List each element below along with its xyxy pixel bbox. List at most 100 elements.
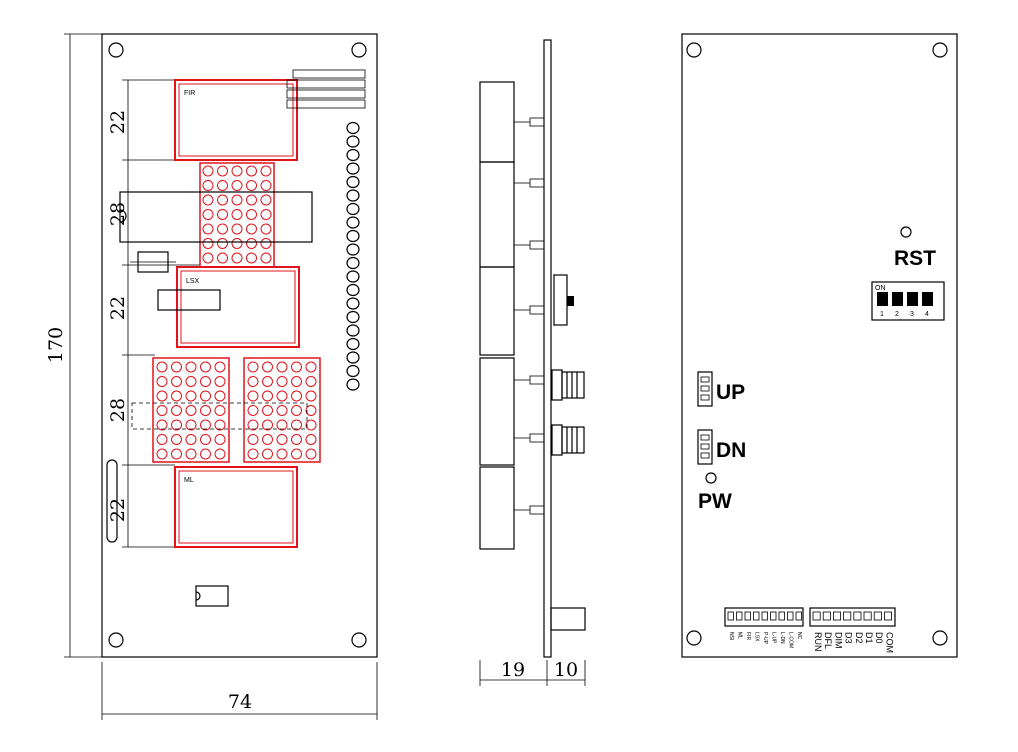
led-dot-icon bbox=[276, 361, 288, 373]
led-icon bbox=[346, 297, 360, 310]
led-icon bbox=[346, 121, 360, 135]
led-dot-icon bbox=[185, 361, 197, 373]
fir-window bbox=[174, 79, 298, 161]
dip-toggle[interactable] bbox=[922, 292, 933, 306]
section-dim-fir: 22 bbox=[107, 110, 129, 134]
led-dot-icon bbox=[262, 361, 273, 373]
dip-on-label: ON bbox=[875, 285, 886, 292]
led-dot-icon bbox=[231, 194, 243, 206]
lsx-label: LSX bbox=[186, 278, 200, 285]
mount-hole-icon bbox=[351, 632, 367, 648]
lsx-window bbox=[176, 266, 300, 348]
led-dot-icon bbox=[214, 448, 226, 460]
led-dot-icon bbox=[246, 223, 257, 235]
led-dot-icon bbox=[200, 405, 211, 416]
up-connector bbox=[697, 371, 713, 407]
led-dot-icon bbox=[276, 434, 288, 445]
fir-label: FIR bbox=[184, 90, 195, 97]
led-icon bbox=[346, 135, 360, 148]
mount-hole-icon bbox=[108, 42, 124, 58]
led-dot-icon bbox=[171, 361, 182, 373]
dip-toggle[interactable] bbox=[907, 292, 918, 306]
led-dot-icon bbox=[202, 238, 214, 249]
section-dim-matrix-top: 28 bbox=[107, 202, 129, 226]
led-dot-icon bbox=[185, 376, 197, 387]
dip-number: 2 bbox=[895, 311, 899, 318]
led-dot-icon bbox=[260, 180, 272, 191]
led-dot-icon bbox=[276, 390, 288, 402]
led-dot-icon bbox=[214, 405, 226, 416]
led-dot-icon bbox=[247, 376, 259, 387]
terminal-pin-label: D0 bbox=[874, 632, 884, 644]
led-dot-icon bbox=[200, 390, 211, 402]
led-dot-icon bbox=[214, 376, 226, 387]
led-dot-icon bbox=[156, 405, 168, 416]
led-dot-icon bbox=[185, 448, 197, 460]
led-dot-icon bbox=[247, 390, 259, 402]
led-dot-icon bbox=[246, 165, 257, 177]
slide-switch bbox=[553, 274, 568, 326]
led-dot-icon bbox=[262, 405, 273, 416]
section-dim-matrix-bottom: 28 bbox=[107, 398, 129, 422]
dip-toggle[interactable] bbox=[892, 292, 903, 306]
led-dot-icon bbox=[156, 376, 168, 387]
led-dot-icon bbox=[231, 223, 243, 235]
led-icon bbox=[346, 202, 360, 216]
led-dot-icon bbox=[214, 434, 226, 445]
led-dot-icon bbox=[260, 194, 272, 206]
led-icon bbox=[346, 270, 360, 283]
led-dot-icon bbox=[291, 405, 302, 416]
led-dot-icon bbox=[202, 252, 214, 264]
dn-connector bbox=[697, 429, 713, 465]
terminal-pin-label: RUN bbox=[813, 632, 823, 652]
component-icon bbox=[195, 585, 229, 607]
led-dot-icon bbox=[291, 390, 302, 402]
terminal-pin-label: FIR bbox=[745, 632, 751, 640]
led-dot-icon bbox=[217, 165, 228, 177]
led-dot-icon bbox=[305, 434, 317, 445]
led-dot-icon bbox=[305, 361, 317, 373]
side-depth-back: 10 bbox=[554, 659, 578, 681]
led-dot-icon bbox=[217, 194, 228, 206]
led-dot-icon bbox=[202, 180, 214, 191]
led-dot-icon bbox=[305, 419, 317, 431]
led-dot-icon bbox=[247, 361, 259, 373]
section-dim-lsx: 22 bbox=[107, 296, 129, 320]
led-dot-icon bbox=[246, 180, 257, 191]
led-dot-icon bbox=[247, 419, 259, 431]
side-depth-front: 19 bbox=[501, 659, 525, 681]
mount-hole-icon bbox=[932, 42, 948, 58]
led-dot-icon bbox=[202, 223, 214, 235]
dip-number: 4 bbox=[925, 311, 929, 318]
led-dot-icon bbox=[260, 165, 272, 177]
led-dot-icon bbox=[171, 390, 182, 402]
led-dot-icon bbox=[171, 376, 182, 387]
knob-icon bbox=[551, 424, 585, 456]
led-dot-icon bbox=[171, 405, 182, 416]
mount-hole-icon bbox=[686, 630, 702, 646]
terminal-pin-label: COM bbox=[884, 632, 894, 653]
led-dot-icon bbox=[217, 252, 228, 264]
led-dot-icon bbox=[217, 238, 228, 249]
led-dot-icon bbox=[276, 376, 288, 387]
led-dot-icon bbox=[291, 376, 302, 387]
width-dimension: 74 bbox=[228, 691, 252, 713]
led-icon bbox=[346, 283, 360, 297]
led-dot-icon bbox=[276, 448, 288, 460]
led-dot-icon bbox=[246, 252, 257, 264]
led-dot-icon bbox=[156, 434, 168, 445]
dip-number: 3 bbox=[910, 311, 914, 318]
led-dot-icon bbox=[200, 434, 211, 445]
led-dot-icon bbox=[246, 209, 257, 220]
led-dot-icon bbox=[202, 209, 214, 220]
side-view: 19 10 bbox=[479, 39, 586, 686]
front-board bbox=[101, 33, 378, 658]
dip-toggle[interactable] bbox=[877, 292, 888, 306]
terminal-pin-label: DFL bbox=[823, 632, 833, 649]
led-icon bbox=[346, 162, 360, 175]
led-dot-icon bbox=[214, 361, 226, 373]
led-dot-icon bbox=[260, 209, 272, 220]
led-dot-icon bbox=[305, 448, 317, 460]
terminal-pin-label: NSI bbox=[728, 632, 734, 640]
